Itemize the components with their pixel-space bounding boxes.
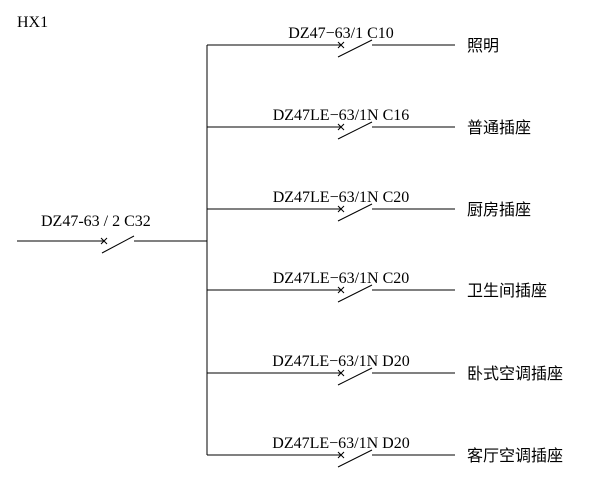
branch-breaker-cross xyxy=(337,123,345,131)
branch-circuit-name: 照明 xyxy=(467,36,499,55)
main-breaker-cross xyxy=(100,237,108,245)
branch-circuit: DZ47−63/1 C10 照明 xyxy=(207,25,499,58)
branch-circuit: DZ47LE−63/1N C16 普通插座 xyxy=(207,107,531,140)
branch-circuit-name: 卫生间插座 xyxy=(467,281,547,300)
branch-breaker-contact xyxy=(337,39,373,58)
branch-breaker-cross xyxy=(337,369,345,377)
branch-breaker-cross xyxy=(337,205,345,213)
branch-circuit: DZ47LE−63/1N D20 卧式空调插座 xyxy=(207,353,563,386)
branch-breaker-spec: DZ47LE−63/1N D20 xyxy=(272,435,409,452)
main-breaker-spec: DZ47-63 / 2 C32 xyxy=(41,213,151,230)
branch-breaker-contact xyxy=(337,203,373,222)
branch-breaker-spec: DZ47LE−63/1N C16 xyxy=(273,107,410,124)
main-feeder: DZ47-63 / 2 C32 xyxy=(17,213,207,254)
branch-breaker-spec: DZ47LE−63/1N D20 xyxy=(272,353,409,370)
panel-label: HX1 xyxy=(17,14,48,31)
branch-breaker-contact xyxy=(337,449,373,468)
branch-breaker-cross xyxy=(337,451,345,459)
branch-breaker-cross xyxy=(337,41,345,49)
branch-circuit: DZ47LE−63/1N C20 卫生间插座 xyxy=(207,270,547,303)
branch-circuit-name: 厨房插座 xyxy=(467,200,531,219)
branch-breaker-spec: DZ47LE−63/1N C20 xyxy=(273,270,410,287)
branch-circuit-name: 卧式空调插座 xyxy=(467,364,563,383)
branch-circuit: DZ47LE−63/1N C20 厨房插座 xyxy=(207,189,531,222)
main-breaker-contact xyxy=(101,235,135,254)
branch-circuit-name: 普通插座 xyxy=(467,118,531,137)
branch-circuit: DZ47LE−63/1N D20 客厅空调插座 xyxy=(207,435,563,468)
branch-breaker-spec: DZ47LE−63/1N C20 xyxy=(273,189,410,206)
branch-breaker-cross xyxy=(337,286,345,294)
branch-breaker-contact xyxy=(337,284,373,303)
branch-breaker-spec: DZ47−63/1 C10 xyxy=(288,25,393,42)
branch-breaker-contact xyxy=(337,367,373,386)
branch-breaker-contact xyxy=(337,121,373,140)
branch-circuit-name: 客厅空调插座 xyxy=(467,446,563,465)
